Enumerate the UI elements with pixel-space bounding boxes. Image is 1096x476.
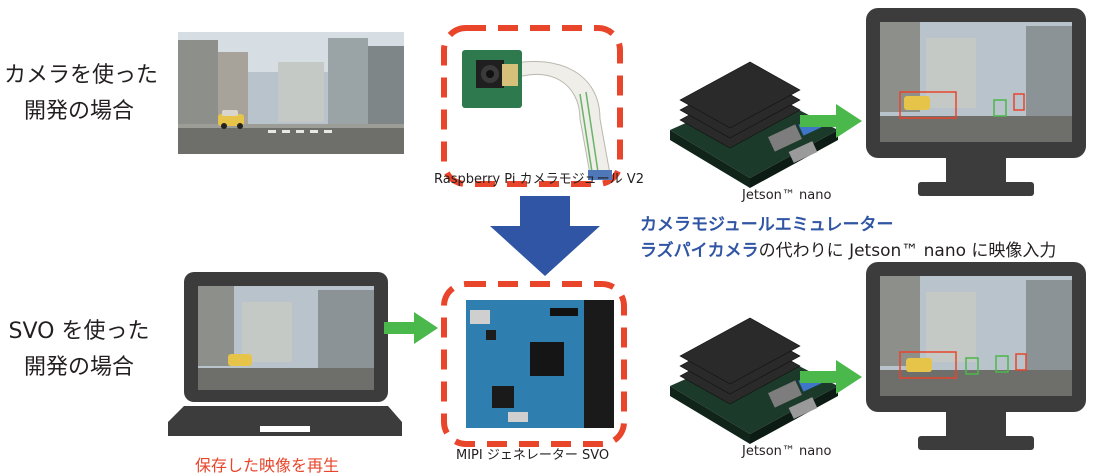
- laptop-caption: 保存した映像を再生: [195, 452, 339, 476]
- monitor-bottom: [866, 262, 1086, 458]
- monitor-top: [866, 8, 1086, 196]
- green-arrow-bottom-left: [384, 312, 438, 344]
- bottom-row-label-line2: 開発の場合: [4, 350, 154, 386]
- laptop: [168, 272, 402, 448]
- street-photo: [178, 32, 404, 154]
- jetson-caption-top: Jetson™ nano: [742, 188, 831, 203]
- bottom-row-label-line1: SVO を使った: [4, 314, 154, 350]
- emulator-title: カメラモジュールエミュレーター: [640, 210, 893, 235]
- emulator-description: ラズパイカメラの代わりに Jetson™ nano に映像入力: [640, 236, 1056, 261]
- green-arrow-top: [800, 104, 862, 138]
- desc-rest: の代わりに Jetson™ nano に映像入力: [759, 241, 1057, 261]
- camera-module: [440, 24, 630, 190]
- camera-caption: Raspberry Pi カメラモジュール V2: [434, 168, 644, 187]
- board-caption: MIPI ジェネレーター SVO: [456, 444, 609, 463]
- desc-highlight: ラズパイカメラ: [640, 241, 759, 261]
- jetson-caption-bottom: Jetson™ nano: [742, 444, 831, 459]
- bottom-row-label: SVO を使った 開発の場合: [4, 314, 154, 386]
- svo-board: [440, 280, 630, 450]
- green-arrow-bottom-right: [800, 360, 862, 394]
- blue-down-arrow: [490, 196, 600, 276]
- top-row-label-line1: カメラを使った: [4, 58, 154, 94]
- top-row-label-line2: 開発の場合: [4, 94, 154, 130]
- top-row-label: カメラを使った 開発の場合: [4, 58, 154, 130]
